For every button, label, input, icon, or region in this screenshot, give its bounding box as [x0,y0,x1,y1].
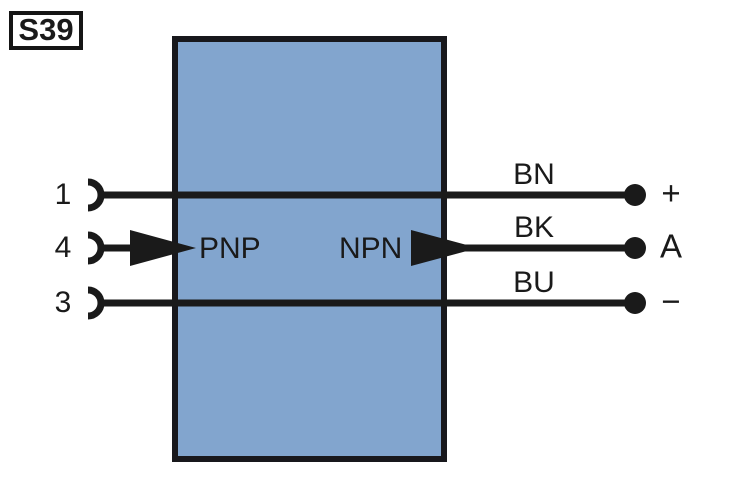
wire-code-bn: BN [513,158,555,191]
wire-group-1 [87,178,646,212]
npn-arrow-icon [411,230,478,266]
polarity-label-positive: + [661,175,680,212]
wire-code-bk: BK [514,211,554,244]
mode-label-npn: NPN [339,232,402,265]
pnp-arrow-icon [130,230,196,266]
sensor-body-rect [172,36,447,462]
terminal-dot-3 [624,292,646,314]
wire-code-bu: BU [513,266,555,299]
tag-box-border [9,11,83,50]
polarity-label-output: A [660,228,682,265]
mode-label-pnp: PNP [199,232,261,265]
wire-group-3 [87,286,646,320]
polarity-label-negative: − [661,283,680,320]
terminal-number-1: 1 [55,178,72,211]
terminal-number-4: 4 [55,231,72,264]
wire-group-4 [87,230,646,266]
terminal-dot-1 [624,184,646,206]
terminal-dot-4 [624,237,646,259]
tag-label: S39 [18,12,73,47]
terminal-number-3: 3 [55,286,72,319]
